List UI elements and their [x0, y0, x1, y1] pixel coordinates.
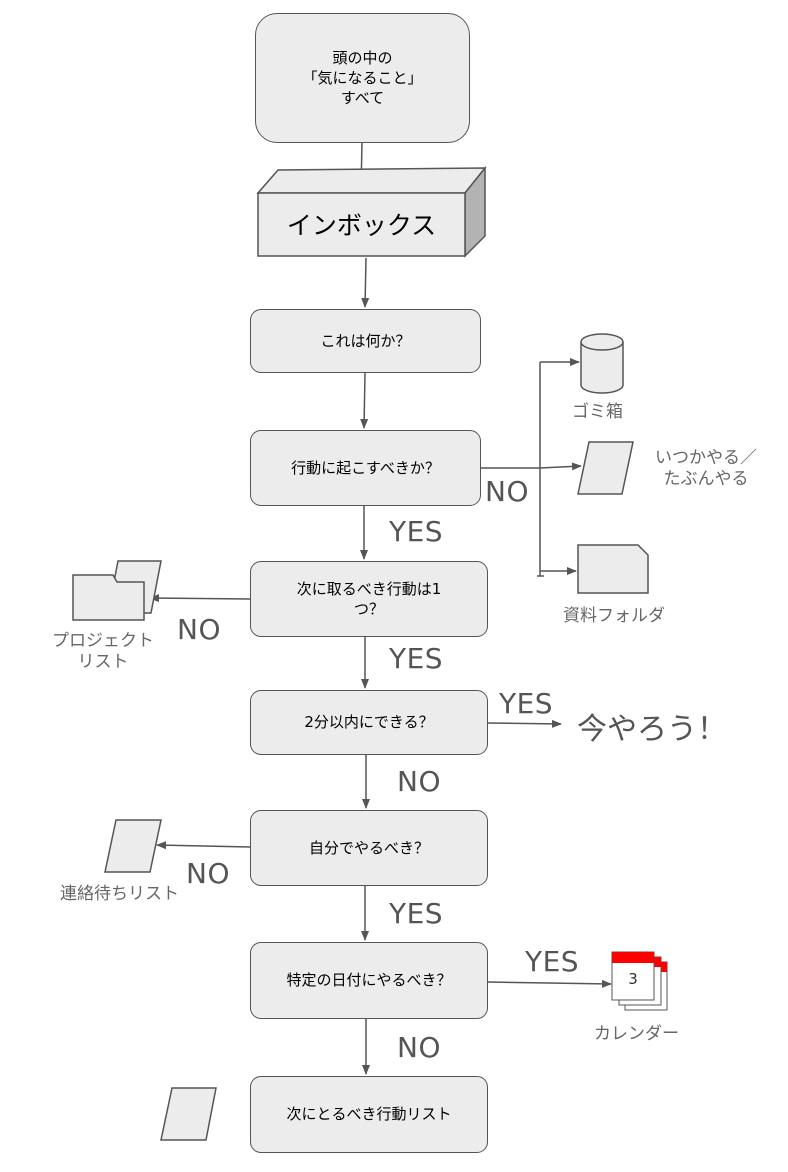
self-no-label: NO	[186, 857, 230, 890]
reference-caption: 資料フォルダ	[563, 606, 665, 626]
two-min-yes-label: YES	[499, 687, 554, 720]
trash-caption: ゴミ箱	[572, 402, 623, 422]
next-actions-icon	[160, 1087, 217, 1141]
specific-date-node: 特定の日付にやるべき？	[250, 942, 488, 1019]
next-actions-node: 次にとるべき行動リスト	[250, 1076, 488, 1153]
projects-caption: プロジェクト リスト	[52, 631, 154, 673]
arrow-to-do-now	[487, 719, 562, 728]
waiting-icon	[104, 819, 162, 873]
calendar-icon	[611, 951, 668, 1011]
calendar-day-number: 3	[628, 970, 638, 988]
inbox-box-shape	[256, 165, 487, 258]
inbox-node-label: インボックス	[286, 211, 437, 240]
single-action-node: 次に取るべき行動は1 つ？	[250, 561, 488, 637]
what-is-it-node: これは何か？	[250, 309, 481, 373]
someday-caption: いつかやる／ たぶんやる	[655, 448, 757, 490]
do-now-label: 今やろう！	[577, 712, 727, 747]
start-node: 頭の中の 「気になること」 すべて	[255, 13, 470, 143]
arrow-to-someday	[539, 462, 582, 471]
actionable-node: 行動に起こすべきか？	[250, 430, 481, 506]
two-minutes-node: 2分以内にできる？	[250, 690, 488, 755]
arrow-to-projects	[149, 594, 251, 603]
single-yes-label: YES	[389, 642, 444, 675]
arrow-to-waiting	[156, 841, 251, 850]
calendar-caption: カレンダー	[594, 1024, 679, 1044]
self-node: 自分でやるべき？	[250, 810, 488, 886]
trash-icon	[580, 333, 624, 394]
actionable-yes-label: YES	[389, 515, 444, 548]
self-yes-label: YES	[389, 897, 444, 930]
date-no-label: NO	[397, 1031, 441, 1064]
arrow-to-calendar	[487, 979, 612, 988]
waiting-caption: 連絡待ちリスト	[60, 884, 179, 904]
reference-folder-icon	[577, 544, 649, 594]
arrow-what-to-actionable	[360, 372, 369, 429]
date-yes-label: YES	[525, 945, 580, 978]
actionable-no-label: NO	[485, 475, 529, 508]
projects-icon	[72, 560, 162, 621]
single-no-label: NO	[177, 613, 221, 646]
someday-icon	[577, 441, 634, 495]
two-min-no-label: NO	[397, 765, 441, 798]
arrow-inbox-to-what	[361, 257, 370, 308]
